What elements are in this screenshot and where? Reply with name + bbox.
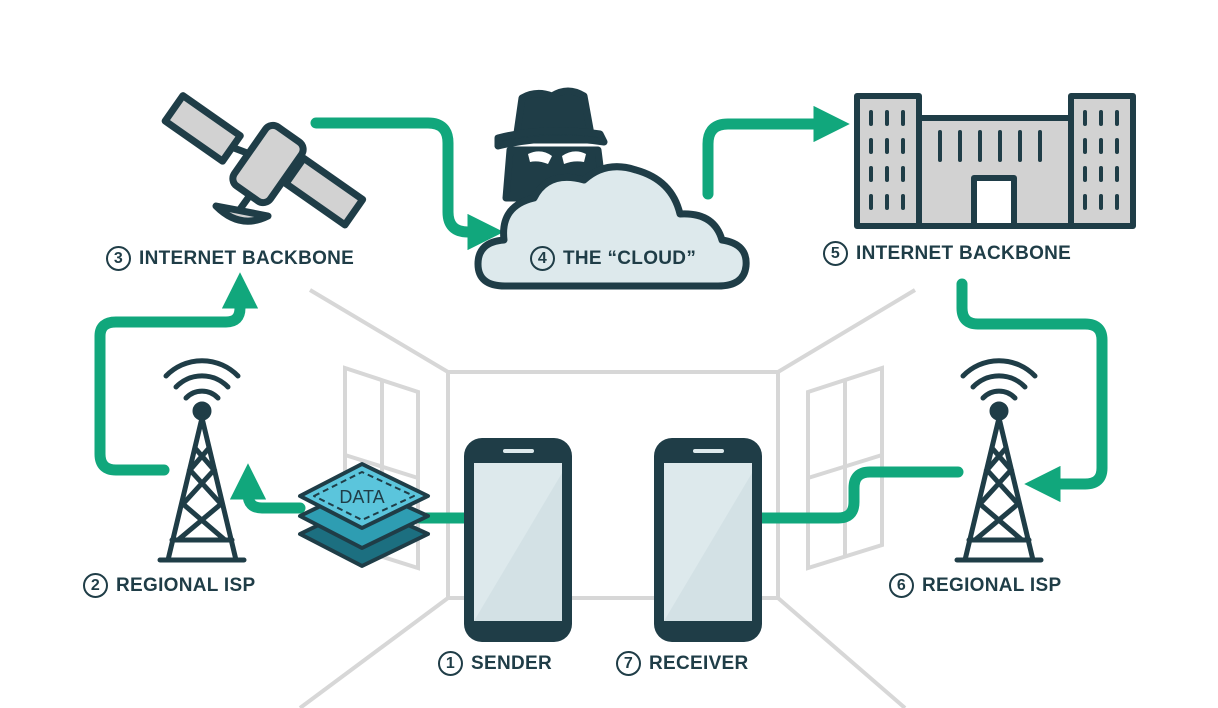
step-number: 7 — [616, 651, 641, 676]
node-label-sender: 1 SENDER — [438, 651, 552, 676]
node-label-isp-right: 6 REGIONAL ISP — [889, 573, 1061, 598]
step-number: 5 — [823, 241, 848, 266]
cell-tower-icon — [157, 358, 247, 563]
node-name: RECEIVER — [649, 652, 749, 674]
node-label-cloud: 4 THE “CLOUD” — [530, 246, 696, 271]
cell-tower-icon — [954, 358, 1044, 563]
arrow-data-to-isp — [229, 463, 306, 514]
node-label-backbone-right: 5 INTERNET BACKBONE — [823, 241, 1071, 266]
data-stack-icon — [298, 462, 430, 568]
step-number: 1 — [438, 651, 463, 676]
step-number: 4 — [530, 246, 555, 271]
arrow-backbone-to-cloud — [310, 117, 504, 251]
data-packet-label: DATA — [339, 487, 384, 507]
satellite-icon — [161, 92, 367, 229]
node-name: INTERNET BACKBONE — [856, 242, 1072, 264]
arrow-cloud-to-datacenter — [702, 105, 850, 200]
node-name: THE “CLOUD” — [563, 247, 697, 269]
data-center-icon — [854, 93, 1136, 229]
step-number: 3 — [106, 246, 131, 271]
node-name: INTERNET BACKBONE — [139, 247, 355, 269]
step-number: 6 — [889, 573, 914, 598]
node-name: SENDER — [471, 652, 552, 674]
arrow-isp-to-backbone — [94, 272, 259, 476]
room-background — [298, 288, 917, 708]
smartphone-icon — [464, 438, 572, 642]
arrow-isp-to-receiver — [698, 466, 964, 537]
smartphone-icon — [654, 438, 762, 642]
step-number: 2 — [83, 573, 108, 598]
node-label-backbone-left: 3 INTERNET BACKBONE — [106, 246, 354, 271]
node-name: REGIONAL ISP — [116, 574, 256, 596]
arrow-datacenter-to-isp — [956, 278, 1108, 503]
node-label-receiver: 7 RECEIVER — [616, 651, 749, 676]
node-label-isp-left: 2 REGIONAL ISP — [83, 573, 255, 598]
node-name: REGIONAL ISP — [922, 574, 1062, 596]
